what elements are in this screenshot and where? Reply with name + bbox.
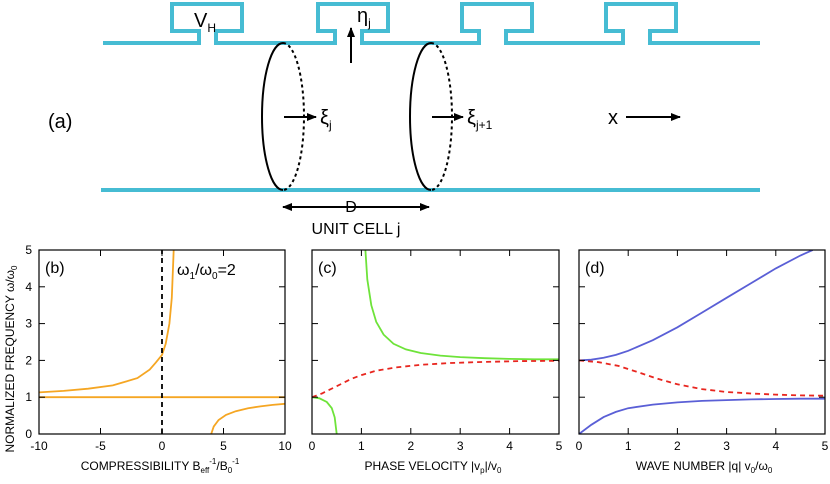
resonator-label: VH — [194, 10, 216, 35]
panel-b-annotation: ω1/ω0=2 — [177, 262, 236, 282]
x-tick-label: 4 — [772, 439, 779, 453]
panel-b-label: (b) — [45, 260, 65, 277]
series-line-1 — [39, 250, 175, 394]
xi-j-label: ξj — [320, 107, 332, 132]
x-tick-label: -10 — [30, 439, 48, 453]
x-tick-label: 0 — [309, 439, 316, 453]
chart-panel-b: 0 1 2 3 4 5 -10 -5 0 5 10 — [25, 243, 292, 453]
y-tick-label: 0 — [25, 427, 32, 441]
panel-a-label: (a) — [48, 111, 72, 133]
x-tick-label: 2 — [674, 439, 681, 453]
panel-c-x-title: PHASE VELOCITY |vp|/v0 — [365, 459, 503, 475]
series-line-1 — [579, 250, 814, 362]
x-tick-label: 1 — [625, 439, 632, 453]
panel-d-x-title: WAVE NUMBER |q| v0/ω0 — [636, 459, 773, 475]
y-tick-label: 1 — [25, 390, 32, 404]
x-axis-label: x — [608, 107, 618, 129]
series-line-1 — [364, 250, 559, 361]
plot-frame — [311, 249, 560, 435]
xi-j1-label: ξj+1 — [467, 107, 493, 132]
y-tick-label: 3 — [25, 317, 32, 331]
eta-label: ηj — [357, 5, 371, 30]
y-tick-label: 2 — [25, 353, 32, 367]
x-tick-label: 3 — [723, 439, 730, 453]
x-tick-label: 0 — [159, 439, 166, 453]
series-line-2 — [579, 397, 825, 434]
series-line-2 — [312, 396, 338, 434]
chart-panel-d: 0 1 2 3 4 5 — [576, 249, 829, 453]
x-tick-label: 2 — [407, 439, 414, 453]
x-tick-label: 4 — [506, 439, 513, 453]
x-tick-label: 5 — [220, 439, 227, 453]
y-tick-label: 4 — [25, 280, 32, 294]
panel-d-label: (d) — [585, 260, 605, 277]
series-line-3 — [210, 402, 285, 434]
x-tick-label: 1 — [358, 439, 365, 453]
waveguide-top-wall — [103, 2, 760, 45]
schematic: VH ηj (a) ξj ξj+1 x D UNIT CELL j — [48, 2, 760, 238]
series-line-3 — [579, 359, 825, 397]
panel-b-x-title: COMPRESSIBILITY Beff-1/B0-1 — [81, 457, 240, 475]
series-line-3 — [312, 359, 559, 399]
y-tick-label: 5 — [25, 243, 32, 257]
panel-c-label: (c) — [318, 260, 337, 277]
x-tick-label: -5 — [95, 439, 106, 453]
piston-surface-2-solid — [409, 42, 432, 191]
x-tick-label: 5 — [556, 439, 563, 453]
unit-cell-label: UNIT CELL j — [312, 221, 401, 238]
x-tick-label: 10 — [278, 439, 292, 453]
x-tick-label: 0 — [576, 439, 583, 453]
chart-panel-c: 0 1 2 3 4 5 — [309, 249, 563, 453]
x-tick-label: 3 — [457, 439, 464, 453]
plot-frame — [578, 249, 826, 435]
piston-surface-1-solid — [261, 42, 284, 191]
y-axis-title: NORMALIZED FREQUENCY ω/ω0 — [3, 265, 19, 453]
x-tick-label: 5 — [822, 439, 829, 453]
